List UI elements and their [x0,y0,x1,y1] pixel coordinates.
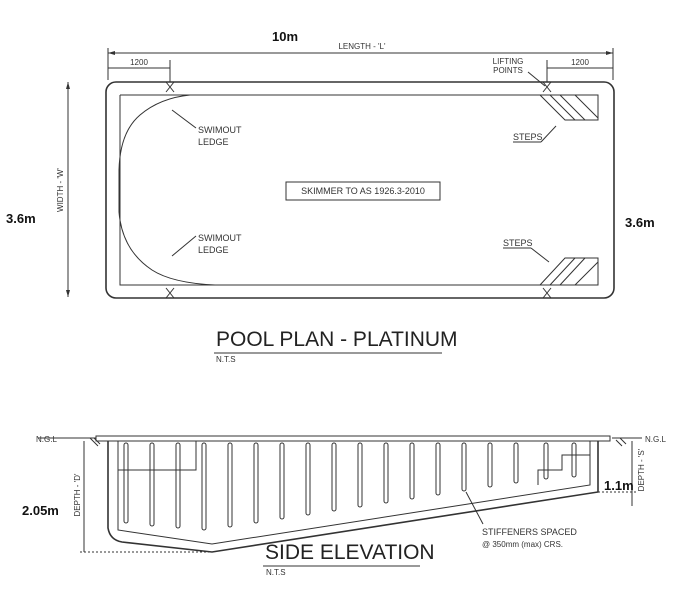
depth-shallow: 1.1m [604,478,634,493]
swimout-top-line2: LEDGE [198,137,229,147]
steps-bottom [539,257,599,286]
width-label: WIDTH - 'W' [56,168,65,212]
dim-1200-left: 1200 [130,58,148,67]
pool-outer-shell [105,81,615,299]
pool-plan: 10m LENGTH - 'L' 1200 1200 LIFTING POINT… [6,29,655,364]
steps-bottom-label: STEPS [503,238,533,248]
ground-hatch-left [89,437,101,447]
lifting-points-line2: POINTS [493,66,523,75]
swimout-ledge-outline [118,94,216,286]
stiffeners-line2: @ 350mm (max) CRS. [482,540,563,549]
plan-nts: N.T.S [216,355,236,364]
width-arrow-top [66,82,70,89]
arrow-left [108,51,115,55]
width-arrow-bottom [66,290,70,297]
steps-top-label: STEPS [513,132,543,142]
skimmer-label: SKIMMER TO AS 1926.3-2010 [301,186,425,196]
lifting-points-line1: LIFTING [493,57,524,66]
ground-hatch-right [615,437,627,447]
shell-inner-wall [119,94,190,286]
length-label: LENGTH - 'L' [338,42,386,51]
skimmer-box [285,181,441,201]
pool-inner-profile [117,441,591,545]
side-elevation: N.G.L N.G.L [22,435,666,577]
lifting-points-leader [527,71,546,87]
depth-deep-label: DEPTH - 'D' [73,473,82,517]
pool-inner-outline [190,94,599,286]
stiffeners-leader [465,491,484,525]
stiffeners [123,442,577,531]
width-left: 3.6m [6,211,36,226]
plan-title: POOL PLAN - PLATINUM [216,328,458,351]
elevation-nts: N.T.S [266,568,286,577]
pool-coping [95,435,611,442]
swimout-bottom-leader [171,235,197,257]
elevation-swimout-ledge [118,441,197,471]
pool-shell-profile [107,441,599,553]
elevation-steps [537,454,590,485]
steps-bottom-leader [530,247,550,263]
dim-1200-right: 1200 [571,58,589,67]
steps-top [539,94,599,121]
swimout-top-line1: SWIMOUT [198,125,242,135]
depth-shallow-label: DEPTH - 'S' [637,448,646,491]
elevation-title: SIDE ELEVATION [265,541,435,564]
ngl-right: N.G.L [645,435,666,444]
ngl-left: N.G.L [36,435,57,444]
arrow-right [606,51,613,55]
swimout-bottom-line1: SWIMOUT [198,233,242,243]
lifting-point-marks [165,81,552,299]
steps-top-leader [540,125,557,143]
stiffeners-line1: STIFFENERS SPACED [482,527,577,537]
overall-length: 10m [272,29,298,44]
swimout-bottom-line2: LEDGE [198,245,229,255]
width-right: 3.6m [625,215,655,230]
swimout-top-leader [171,109,197,129]
depth-deep: 2.05m [22,503,59,518]
